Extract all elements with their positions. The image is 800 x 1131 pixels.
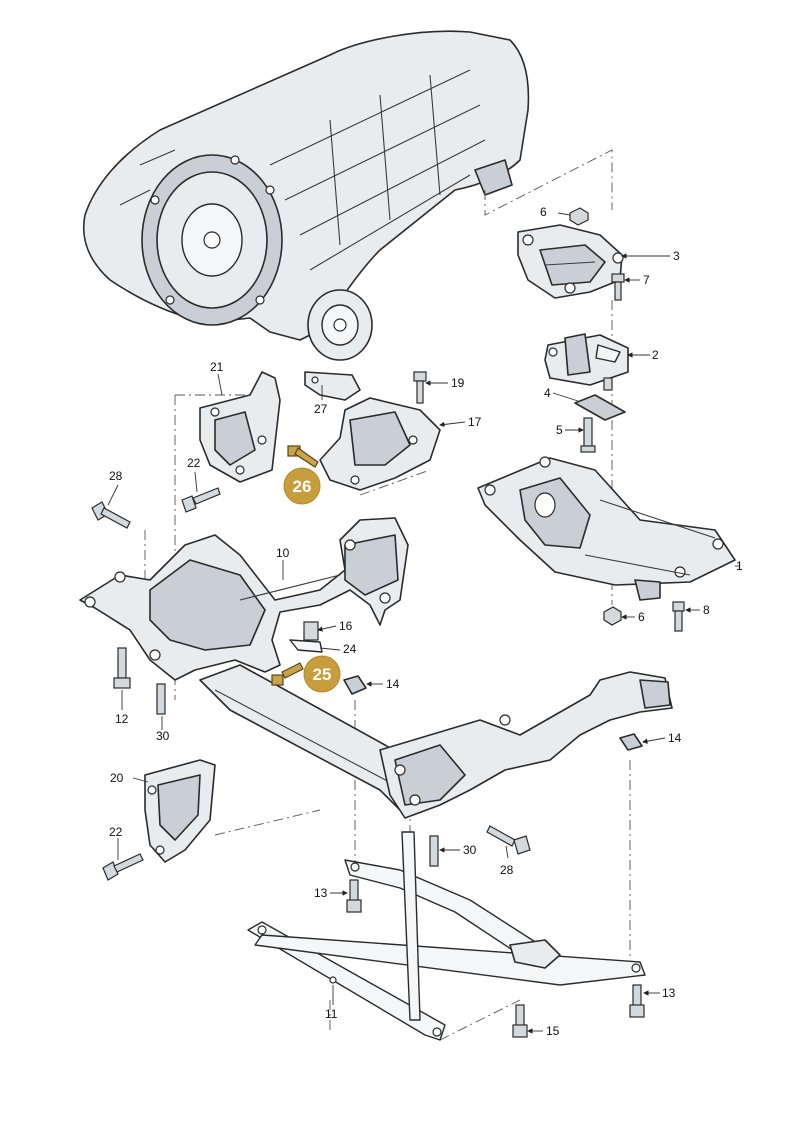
callout-2: 2 xyxy=(652,348,659,362)
callout-8: 8 xyxy=(703,603,710,617)
callout-16: 16 xyxy=(339,619,353,633)
subframe xyxy=(79,517,673,819)
nut-14-right xyxy=(619,733,643,751)
callout-21: 21 xyxy=(210,360,224,374)
transmission xyxy=(83,30,530,361)
badge-25-label: 25 xyxy=(313,665,332,684)
bolt-19 xyxy=(413,371,427,404)
callout-28-right: 28 xyxy=(500,863,514,877)
callout-24: 24 xyxy=(343,642,357,656)
callout-12: 12 xyxy=(115,712,129,726)
bolt-28-left xyxy=(91,501,131,529)
callout-15: 15 xyxy=(546,1024,560,1038)
cover-17 xyxy=(319,397,441,491)
cover-21 xyxy=(199,371,281,483)
cross-brace xyxy=(247,831,646,1041)
callout-4: 4 xyxy=(544,386,551,400)
highlight-badge-25[interactable]: 25 xyxy=(303,655,341,693)
bolt-28-right xyxy=(486,825,531,855)
bolt-13-left xyxy=(346,879,362,913)
leader-lines xyxy=(107,212,740,1034)
nut-6-bottom xyxy=(603,606,622,626)
engine-mount xyxy=(544,333,629,391)
bolt-26 xyxy=(287,445,319,468)
callout-1: 1 xyxy=(736,559,743,573)
bolt-5 xyxy=(580,417,596,453)
callout-20: 20 xyxy=(110,771,124,785)
callout-19: 19 xyxy=(451,376,465,390)
callout-5: 5 xyxy=(556,423,563,437)
callout-27: 27 xyxy=(314,402,328,416)
callout-22-upper: 22 xyxy=(187,456,201,470)
transmission-carrier xyxy=(477,456,736,601)
bolt-8 xyxy=(672,601,685,632)
badge-26-label: 26 xyxy=(293,477,312,496)
mount-bracket xyxy=(517,224,624,299)
callout-13-left: 13 xyxy=(314,886,328,900)
callout-11: 11 xyxy=(325,1007,338,1021)
callout-3: 3 xyxy=(673,249,680,263)
bolt-7 xyxy=(611,273,625,301)
callout-7: 7 xyxy=(643,273,650,287)
bolt-22-upper xyxy=(181,487,221,513)
spacer-16 xyxy=(303,621,319,641)
callout-10: 10 xyxy=(276,546,290,560)
bolt-13-right xyxy=(629,984,645,1018)
highlight-badge-26[interactable]: 26 xyxy=(283,467,321,505)
bolt-22-lower xyxy=(102,853,144,881)
callout-labels: 1 2 3 4 5 6 6 7 8 10 11 12 13 13 14 14 1… xyxy=(109,205,743,1038)
bracket-27 xyxy=(304,371,361,401)
nut-6-top xyxy=(569,207,589,226)
callout-30-right: 30 xyxy=(463,843,477,857)
bolt-25 xyxy=(271,662,304,686)
callout-13-right: 13 xyxy=(662,986,676,1000)
callout-6-top: 6 xyxy=(540,205,547,219)
callout-6-bottom: 6 xyxy=(638,610,645,624)
callout-22-lower: 22 xyxy=(109,825,123,839)
callout-30-left: 30 xyxy=(156,729,170,743)
bolt-15 xyxy=(512,1004,528,1038)
cover-20 xyxy=(144,759,216,863)
stud-30-left xyxy=(156,683,166,715)
callout-17: 17 xyxy=(468,415,482,429)
plate-4 xyxy=(574,394,626,421)
clip-24 xyxy=(289,639,323,653)
stud-30-right xyxy=(429,835,439,867)
nut-14-left xyxy=(343,675,367,695)
callout-28-left: 28 xyxy=(109,469,123,483)
bolt-12 xyxy=(113,647,131,689)
callout-14-right: 14 xyxy=(668,731,682,745)
callout-14-left: 14 xyxy=(386,677,400,691)
